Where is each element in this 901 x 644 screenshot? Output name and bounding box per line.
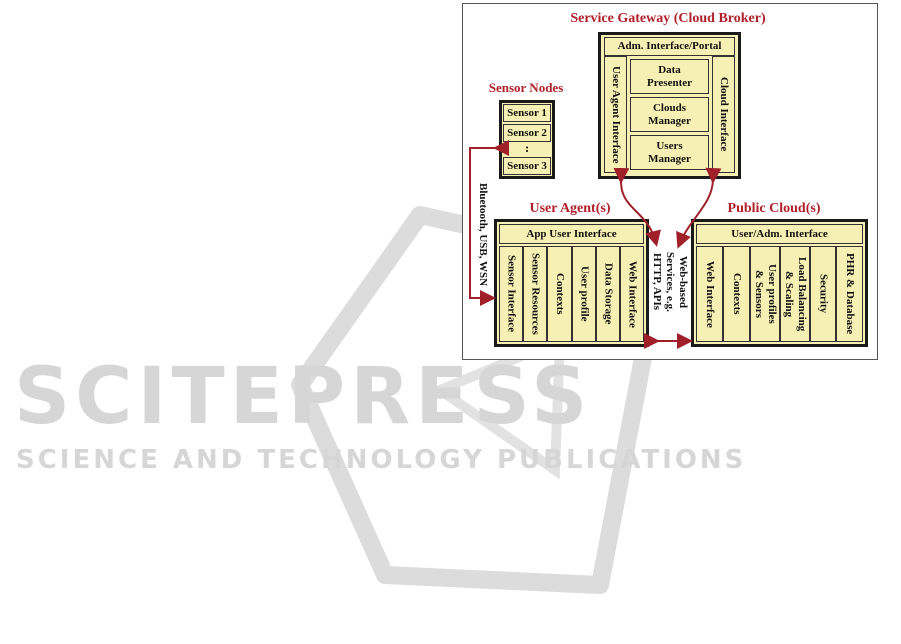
- user-agent-interface-label: User Agent Interface: [610, 65, 622, 164]
- ua-user-profile-cell: User profile: [572, 246, 596, 342]
- sensor-3-cell: Sensor 3: [503, 157, 551, 175]
- ua-column-label: Contexts: [554, 273, 566, 315]
- public-cloud-columns: Web Interface Contexts User profiles & S…: [696, 246, 863, 342]
- pc-column-label: Load Balancing & Scaling: [783, 256, 808, 332]
- app-user-interface-cell: App User Interface: [499, 224, 644, 244]
- watermark-subtitle: SCIENCE AND TECHNOLOGY PUBLICATIONS: [16, 445, 747, 475]
- sensor-1-cell: Sensor 1: [503, 104, 551, 122]
- user-agent-interface-cell: User Agent Interface: [604, 56, 627, 173]
- sensor-nodes-title: Sensor Nodes: [488, 80, 564, 95]
- gateway-cloud-arrow: [676, 167, 722, 249]
- pc-security-cell: Security: [810, 246, 836, 342]
- pc-phr-database-cell: PHR & Database: [836, 246, 863, 342]
- pc-contexts-cell: Contexts: [723, 246, 750, 342]
- web-services-label: Web-based Services, e.g. HTTP, APIs: [651, 252, 689, 312]
- pc-web-interface-cell: Web Interface: [696, 246, 723, 342]
- watermark-main: SCITEPRESS: [14, 352, 593, 442]
- pc-column-label: Contexts: [731, 273, 743, 315]
- service-gateway-title: Service Gateway (Cloud Broker): [570, 11, 766, 26]
- cloud-interface-cell: Cloud Interface: [712, 56, 735, 173]
- sensor-ellipsis: :: [524, 142, 530, 155]
- pc-column-label: PHR & Database: [844, 253, 856, 335]
- ua-column-label: Sensor Resources: [529, 253, 542, 335]
- ua-data-storage-cell: Data Storage: [596, 246, 620, 342]
- clouds-manager-cell: Clouds Manager: [630, 97, 709, 132]
- gateway-useragent-arrow: [613, 167, 661, 247]
- sensor-2-cell: Sensor 2: [503, 124, 551, 142]
- pc-column-label: User profiles & Sensors: [753, 264, 778, 324]
- data-presenter-cell: Data Presenter: [630, 59, 709, 94]
- ua-column-label: Web Interface: [626, 260, 639, 328]
- public-cloud-title: Public Cloud(s): [727, 201, 821, 216]
- ua-column-label: User profile: [578, 266, 591, 322]
- user-agent-title: User Agent(s): [529, 201, 611, 216]
- pc-column-label: Web Interface: [704, 260, 716, 328]
- cloud-interface-label: Cloud Interface: [718, 77, 730, 152]
- users-manager-cell: Users Manager: [630, 135, 709, 170]
- pc-user-profiles-cell: User profiles & Sensors: [750, 246, 780, 342]
- sensor-agent-arrow: [469, 140, 509, 306]
- pc-column-label: Security: [817, 274, 830, 314]
- ua-web-interface-cell: Web Interface: [620, 246, 644, 342]
- ua-column-label: Data Storage: [602, 263, 615, 325]
- adm-portal-cell: Adm. Interface/Portal: [604, 37, 735, 56]
- ua-contexts-cell: Contexts: [547, 246, 572, 342]
- pc-load-balancing-cell: Load Balancing & Scaling: [780, 246, 810, 342]
- user-adm-interface-cell: User/Adm. Interface: [696, 224, 863, 244]
- ua-sensor-resources-cell: Sensor Resources: [523, 246, 547, 342]
